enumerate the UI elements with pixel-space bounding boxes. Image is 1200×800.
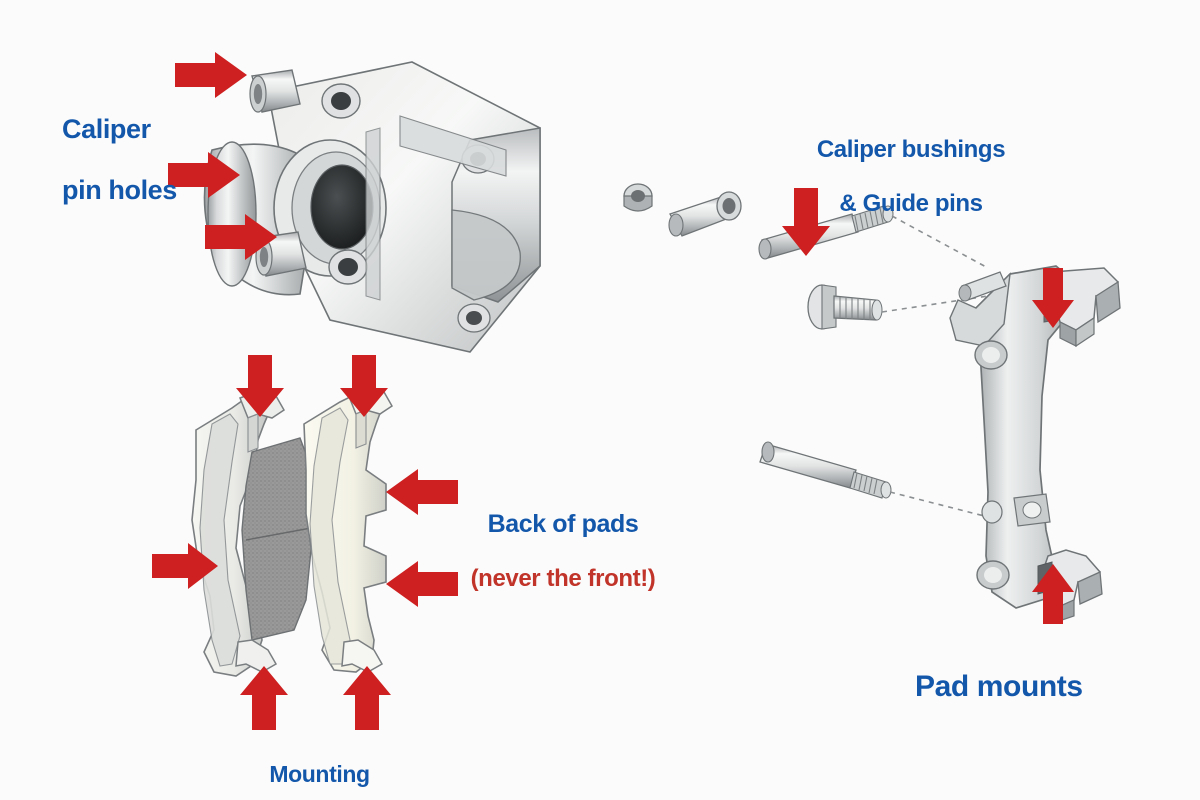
caliper-bushing-1	[623, 183, 653, 212]
arrow-bracket-upper	[1032, 268, 1074, 328]
label-mounting-tabs-line1: Mounting	[269, 760, 370, 787]
caliper-body-group	[203, 61, 541, 353]
arrow-pad-back-left	[152, 543, 218, 589]
caliper-bushing-2	[668, 191, 742, 237]
arrow-pad-tab-right-bot	[343, 666, 391, 730]
label-back-of-pads-line1: Back of pads	[487, 510, 639, 538]
arrow-pad-tab-right-top	[340, 355, 388, 417]
arrow-guide-pin	[782, 188, 830, 256]
arrow-pin-hole-mid	[168, 152, 240, 198]
brake-pads-group	[191, 385, 393, 677]
label-caliper-pin-holes: Caliper pin holes	[62, 84, 177, 235]
caliper-bracket-group	[949, 265, 1121, 623]
label-caliper-bushings-line2: & Guide pins	[839, 189, 983, 217]
label-pad-mounts: Pad mounts	[915, 636, 1083, 737]
label-pad-mounts-line1: Pad mounts	[915, 669, 1083, 703]
callout-arrows	[152, 52, 1074, 730]
label-caliper-pin-holes-line2: pin holes	[62, 174, 177, 205]
label-caliper-bushings-line1: Caliper bushings	[816, 135, 1006, 163]
arrow-pad-back-right-up	[386, 469, 458, 515]
arrow-bracket-lower	[1032, 564, 1074, 624]
label-caliper-bushings-guide-pins: Caliper bushings & Guide pins	[786, 110, 1036, 244]
arrow-pad-back-right-lo	[386, 561, 458, 607]
label-mounting-tabs: Mounting tabs	[232, 736, 407, 800]
assembly-guide-lines	[881, 215, 1001, 521]
label-back-of-pads: Back of pads (never the front!)	[438, 482, 688, 621]
arrow-pad-tab-left-top	[236, 355, 284, 417]
bushings-and-pins-group	[623, 183, 1001, 521]
label-caliper-pin-holes-line1: Caliper	[62, 114, 151, 145]
arrow-pin-hole-bottom	[205, 214, 277, 260]
label-back-of-pads-line2: (never the front!)	[470, 565, 656, 592]
arrow-pin-hole-top	[175, 52, 247, 98]
guide-pin-lower	[759, 441, 892, 499]
caliper-bolt	[807, 284, 883, 330]
arrow-pad-tab-left-bot	[240, 666, 288, 730]
